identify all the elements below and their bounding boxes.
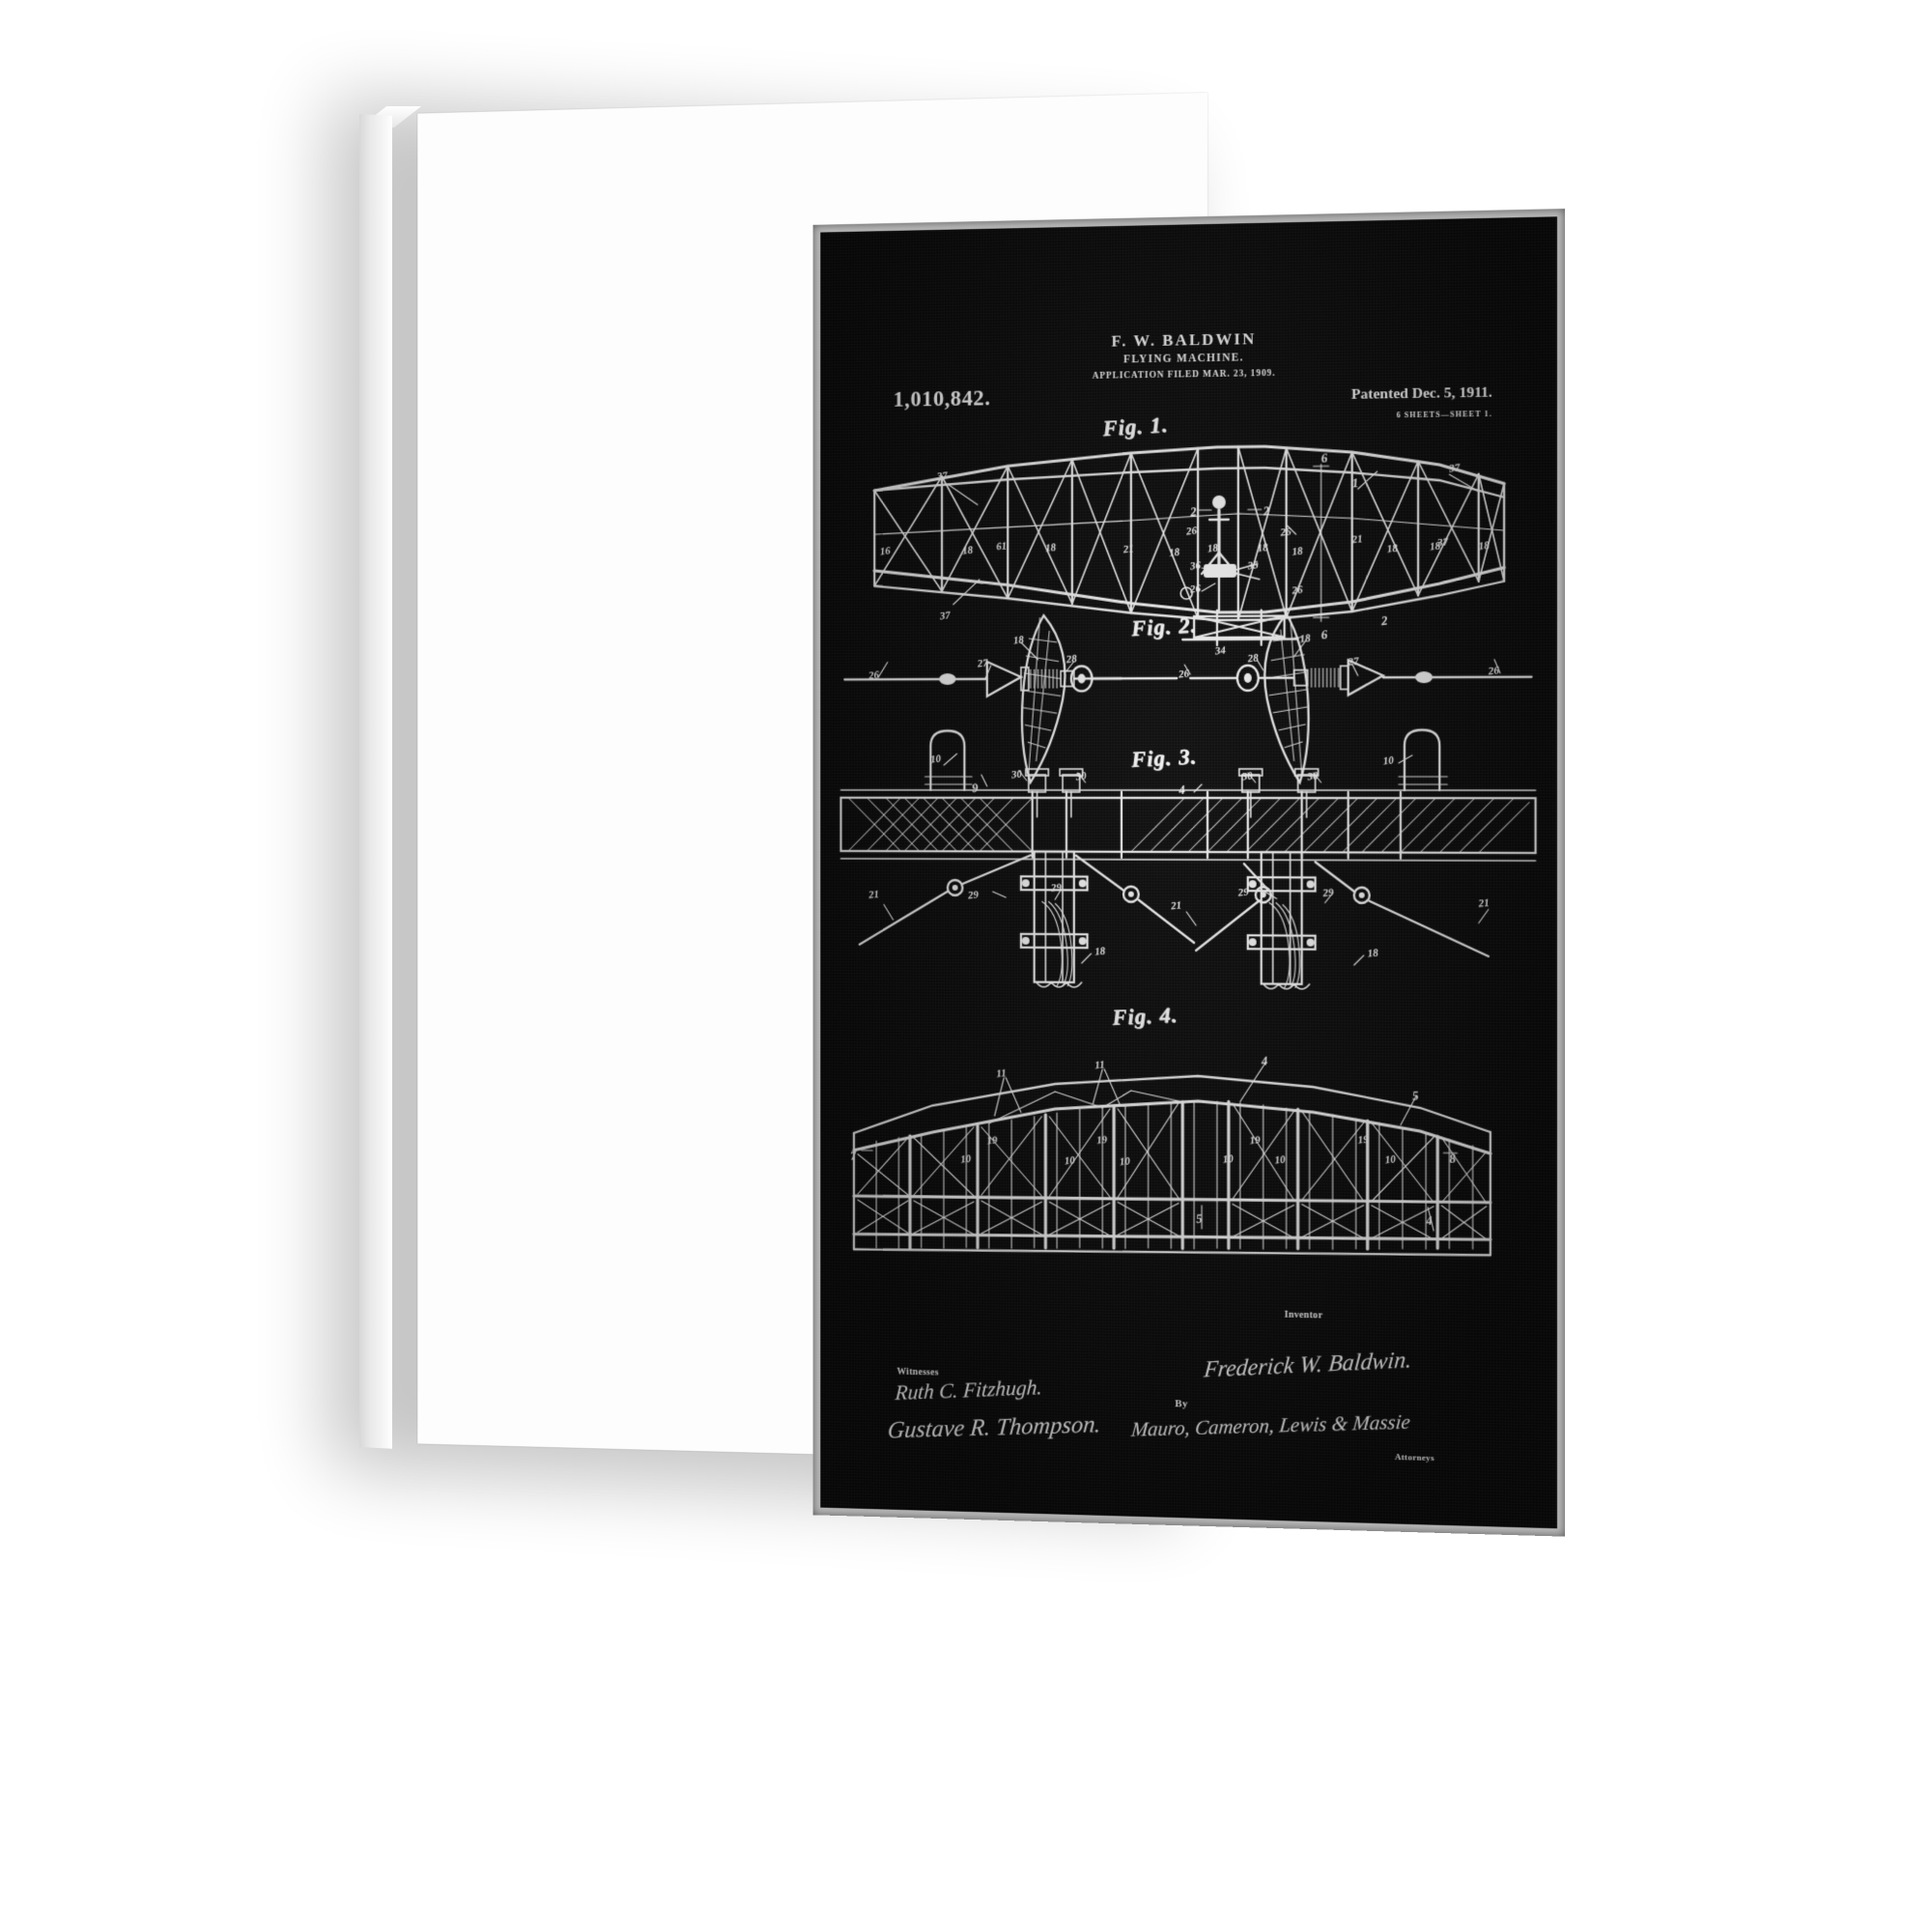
- operator-figure: [1180, 495, 1259, 611]
- figure-3-numeral: 9: [971, 780, 980, 796]
- figure-3-numeral: 30: [1306, 770, 1320, 783]
- figure-3-numeral: 18: [1094, 945, 1106, 958]
- figure-2-numeral: 26: [1488, 665, 1500, 678]
- figure-1-numeral: 37: [1436, 536, 1449, 550]
- figure-4-numeral: 10: [1222, 1152, 1235, 1166]
- patent-print-canvas: F. W. BALDWIN FLYING MACHINE. APPLICATIO…: [820, 216, 1557, 1529]
- witnesses-label: Witnesses: [896, 1366, 939, 1378]
- figure-1-numeral: 18: [1257, 541, 1269, 555]
- figure-1-numeral: 18: [1291, 545, 1304, 558]
- figure-3-numeral: 21: [1478, 896, 1491, 910]
- figure-1-numeral: 6: [1320, 450, 1328, 466]
- figure-4-numeral: 10: [1274, 1153, 1287, 1167]
- figure-4-caption: Fig. 4.: [1111, 1002, 1179, 1030]
- figure-1-numeral: 18: [1168, 546, 1180, 559]
- figure-1-numeral: 26: [1189, 582, 1202, 596]
- figure-4-numeral: 5: [1411, 1088, 1420, 1103]
- figure-3-numeral: 4: [1178, 781, 1186, 798]
- figure-3-numeral: 21: [867, 888, 880, 901]
- attorneys-label: Attorneys: [1394, 1451, 1435, 1463]
- figure-2-numeral: 27: [977, 657, 989, 670]
- figure-1-numeral: 21: [1351, 532, 1364, 547]
- figure-3-numeral: 29: [967, 889, 980, 902]
- figure-4-numeral: 4: [1260, 1053, 1268, 1068]
- patent-sheet: F. W. BALDWIN FLYING MACHINE. APPLICATIO…: [820, 216, 1557, 1528]
- by-label: By: [1175, 1398, 1188, 1410]
- figure-1-numeral: 18: [1386, 542, 1399, 555]
- figure-3-numeral: 30: [1075, 770, 1088, 783]
- figure-1-numeral: 36: [1189, 559, 1202, 573]
- figure-1-numeral: 6: [1320, 626, 1328, 642]
- figure-1-numeral: 26: [1291, 583, 1304, 597]
- figure-1-numeral: 21: [1122, 543, 1135, 556]
- figure-1-caption: Fig. 1.: [1101, 412, 1169, 441]
- figure-1-numeral: 18: [961, 544, 974, 557]
- figure-1-numeral: 18: [1207, 542, 1219, 555]
- figure-4-numeral: 7: [849, 1148, 858, 1163]
- figure-3-caption: Fig. 3.: [1130, 744, 1198, 772]
- figure-1-numeral: 2: [1262, 503, 1270, 519]
- figure-1-numeral: 18: [1044, 541, 1057, 554]
- figure-4-numeral: 10: [959, 1152, 972, 1166]
- figure-2-numeral: 28: [1247, 652, 1260, 666]
- figure-1-numeral: 35: [1247, 559, 1260, 573]
- figure-3-numeral: 30: [1241, 770, 1254, 783]
- figure-1-numeral: 2: [1189, 503, 1198, 520]
- patent-drawings: [820, 216, 1557, 1528]
- prop-shaft-right: [1248, 852, 1316, 989]
- figure-4-numeral: 10: [1384, 1153, 1397, 1167]
- figure-2-numeral: 18: [1012, 634, 1025, 647]
- figure-3-numeral: 21: [1170, 899, 1182, 913]
- figure-2-caption: Fig. 2.: [1130, 612, 1198, 641]
- figure-1-numeral: 37: [1448, 462, 1462, 475]
- figure-1-numeral: 2: [1379, 612, 1389, 629]
- figure-2-numeral: 26: [1178, 668, 1190, 681]
- figure-1-numeral: 37: [936, 469, 949, 483]
- frame-left-side-depth: [359, 114, 392, 1449]
- figure-3-numeral: 10: [1382, 754, 1395, 768]
- figure-4-numeral: 5: [1195, 1210, 1204, 1227]
- figure-3-numeral: 30: [1010, 768, 1023, 781]
- figure-1-numeral: 26: [1280, 526, 1293, 539]
- figure-1-numeral: 37: [939, 610, 952, 623]
- figure-1-numeral: 18: [1478, 539, 1491, 554]
- figure-1-drawing: [874, 443, 1504, 647]
- figure-1-numeral: 34: [1214, 644, 1227, 658]
- figure-4-numeral: 8: [1448, 1151, 1457, 1167]
- figure-4-numeral: 19: [1095, 1134, 1108, 1147]
- figure-2-numeral: 27: [1348, 655, 1360, 668]
- figure-2-numeral: 28: [1065, 653, 1078, 667]
- figure-1-numeral: 26: [1185, 525, 1198, 538]
- picture-frame: F. W. BALDWIN FLYING MACHINE. APPLICATIO…: [417, 93, 1566, 1537]
- figure-1-numeral: 61: [995, 540, 1008, 554]
- figure-3-numeral: 29: [1050, 881, 1063, 895]
- figure-4-numeral: 19: [1249, 1134, 1262, 1148]
- figure-3-numeral: 29: [1321, 886, 1335, 900]
- figure-4-numeral: 4: [1425, 1212, 1434, 1229]
- inventor-label: Inventor: [1284, 1309, 1323, 1321]
- figure-4-numeral: 11: [1094, 1059, 1106, 1072]
- figure-3-numeral: 29: [1237, 886, 1250, 899]
- figure-2-numeral: 18: [1298, 632, 1312, 646]
- figure-4-numeral: 19: [1357, 1133, 1370, 1147]
- figure-4-numeral: 10: [1119, 1155, 1131, 1169]
- figure-4-numeral: 11: [995, 1067, 1008, 1080]
- figure-3-numeral: 18: [1367, 947, 1379, 960]
- figure-4-numeral: 19: [986, 1134, 999, 1148]
- figure-1-numeral: 16: [879, 545, 892, 558]
- figure-3-numeral: 10: [929, 753, 942, 766]
- prop-shaft-left: [1021, 851, 1088, 987]
- figure-2-numeral: 26: [867, 668, 880, 682]
- figure-4-numeral: 10: [1064, 1154, 1076, 1168]
